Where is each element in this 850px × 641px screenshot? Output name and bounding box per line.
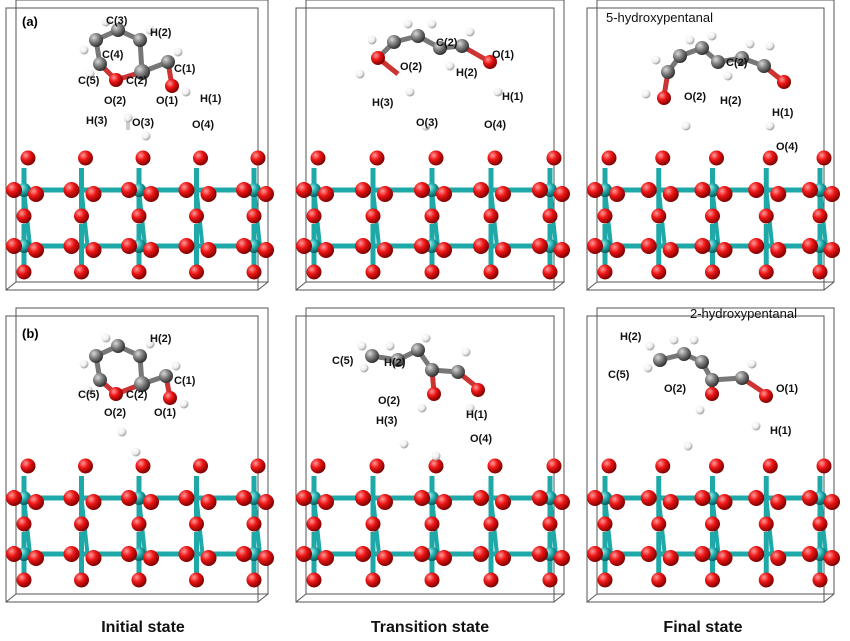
atom-label: O(1): [156, 95, 178, 107]
atom-label: H(2): [150, 333, 172, 345]
oxide-slab: [296, 458, 570, 588]
oxide-slab: [6, 458, 274, 588]
atom-label: C(2): [726, 57, 748, 69]
panel-b-transition: C(5) H(2) O(2) H(3) H(1) O(4): [295, 307, 570, 603]
atom-label: O(4): [484, 119, 506, 131]
unit-cell-frame: [5, 0, 269, 291]
atom-label: C(5): [332, 355, 354, 367]
atom-label: O(4): [192, 119, 214, 131]
atom-label: H(3): [86, 115, 108, 127]
atom-label: O(2): [684, 91, 706, 103]
atom-label: H(2): [620, 331, 642, 343]
adsorbate: [79, 333, 189, 457]
oxide-slab: [587, 458, 840, 588]
atom-label: H(1): [200, 93, 222, 105]
column-title-final: Final state: [663, 619, 743, 636]
adsorbate: [355, 19, 503, 131]
atom-label: H(3): [372, 97, 394, 109]
adsorbate: [641, 31, 791, 131]
atom-label: O(2): [400, 61, 422, 73]
panel-a-transition: C(2) O(1) O(2) H(2) H(1) H(3) O(3) O(4): [295, 0, 570, 291]
unit-cell-frame: [586, 0, 835, 291]
column-title-initial: Initial state: [101, 619, 185, 636]
panel-a-initial: C(3) C(4) H(2) C(5) C(2) C(1) O(2) O(1) …: [5, 0, 274, 291]
atom-label: C(1): [174, 375, 196, 387]
oxide-slab: [587, 150, 840, 280]
atom-label: O(1): [154, 407, 176, 419]
atom-label: H(2): [384, 357, 406, 369]
atom-label: C(2): [126, 75, 148, 87]
atom-label: H(1): [502, 91, 524, 103]
row-label-a: (a): [22, 14, 38, 29]
panel-b-final: 2-hydroxypentanal H(2) C(5) O(2) O(1) H(…: [586, 306, 840, 603]
oxide-slab: [296, 150, 570, 280]
molecule-name: 5-hydroxypentanal: [606, 10, 713, 25]
atom-label: H(1): [772, 107, 794, 119]
atom-label: O(1): [776, 383, 798, 395]
atom-label: O(4): [776, 141, 798, 153]
adsorbate: [643, 335, 773, 451]
row-label-b: (b): [22, 326, 39, 341]
atom-label: O(2): [104, 407, 126, 419]
atom-label: H(1): [770, 425, 792, 437]
unit-cell-frame: [295, 0, 565, 291]
atom-label: H(1): [466, 409, 488, 421]
atom-label: H(2): [150, 27, 172, 39]
atom-label: O(1): [492, 49, 514, 61]
atom-label: H(2): [720, 95, 742, 107]
adsorbate: [357, 333, 485, 461]
atom-label: O(4): [470, 433, 492, 445]
atom-label: C(1): [174, 63, 196, 75]
atom-label: C(5): [78, 389, 100, 401]
atom-label: O(2): [378, 395, 400, 407]
atom-label: H(2): [456, 67, 478, 79]
atom-label: O(2): [104, 95, 126, 107]
panel-b-initial: H(2) C(1) C(5) C(2) O(2) O(1): [5, 307, 274, 603]
atom-label: C(5): [78, 75, 100, 87]
oxide-slab: [6, 150, 274, 280]
atom-label: C(2): [126, 389, 148, 401]
panel-a-final: 5-hydroxypentanal C(2) O(2) H(2) H(1) O(…: [586, 0, 840, 291]
adsorbate: [79, 17, 191, 141]
atom-label: C(3): [106, 15, 128, 27]
atom-label: C(2): [436, 37, 458, 49]
atom-label: O(2): [664, 383, 686, 395]
column-title-transition: Transition state: [370, 619, 490, 636]
atom-label: C(5): [608, 369, 630, 381]
atom-label: C(4): [102, 49, 124, 61]
molecule-name: 2-hydroxypentanal: [690, 306, 797, 321]
atom-label: O(3): [132, 117, 154, 129]
atom-label: O(3): [416, 117, 438, 129]
atom-label: H(3): [376, 415, 398, 427]
